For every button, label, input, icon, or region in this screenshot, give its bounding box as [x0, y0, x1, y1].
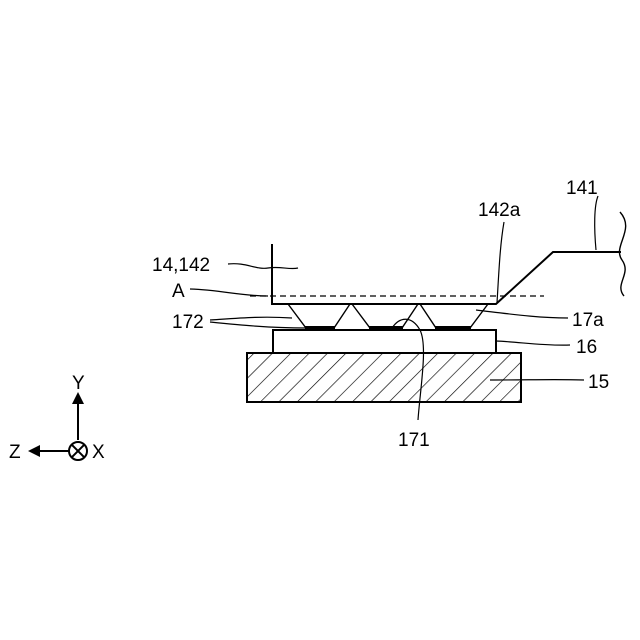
substrate-16 — [273, 330, 496, 353]
coordinate-axes: Y Z X — [9, 373, 105, 463]
member-141-break-line — [619, 212, 625, 296]
axis-label-z: Z — [9, 442, 21, 463]
leader-172-a — [210, 317, 292, 320]
label-A: A — [172, 281, 185, 302]
label-17a: 17a — [572, 310, 604, 331]
leader-17a — [476, 310, 568, 318]
label-172: 172 — [172, 312, 204, 333]
label-171: 171 — [398, 430, 430, 451]
leader-142a — [497, 222, 504, 303]
leader-141 — [595, 196, 598, 250]
label-14-142: 14,142 — [152, 255, 210, 276]
leader-14-142 — [228, 264, 298, 269]
z-axis-arrowhead — [28, 445, 40, 457]
convex-element-right — [420, 304, 488, 328]
convex-element-left — [288, 304, 350, 328]
label-16: 16 — [576, 337, 597, 358]
base-15 — [247, 353, 521, 402]
convex-element-middle — [352, 304, 418, 328]
label-141: 141 — [566, 178, 598, 199]
axis-label-y: Y — [72, 373, 85, 394]
label-142a: 142a — [478, 200, 521, 221]
leader-A — [190, 289, 268, 296]
label-15: 15 — [588, 372, 609, 393]
leader-172-b — [210, 322, 306, 328]
axis-label-x: X — [92, 442, 105, 463]
member-142-outline — [272, 244, 600, 304]
leader-16 — [496, 341, 570, 345]
